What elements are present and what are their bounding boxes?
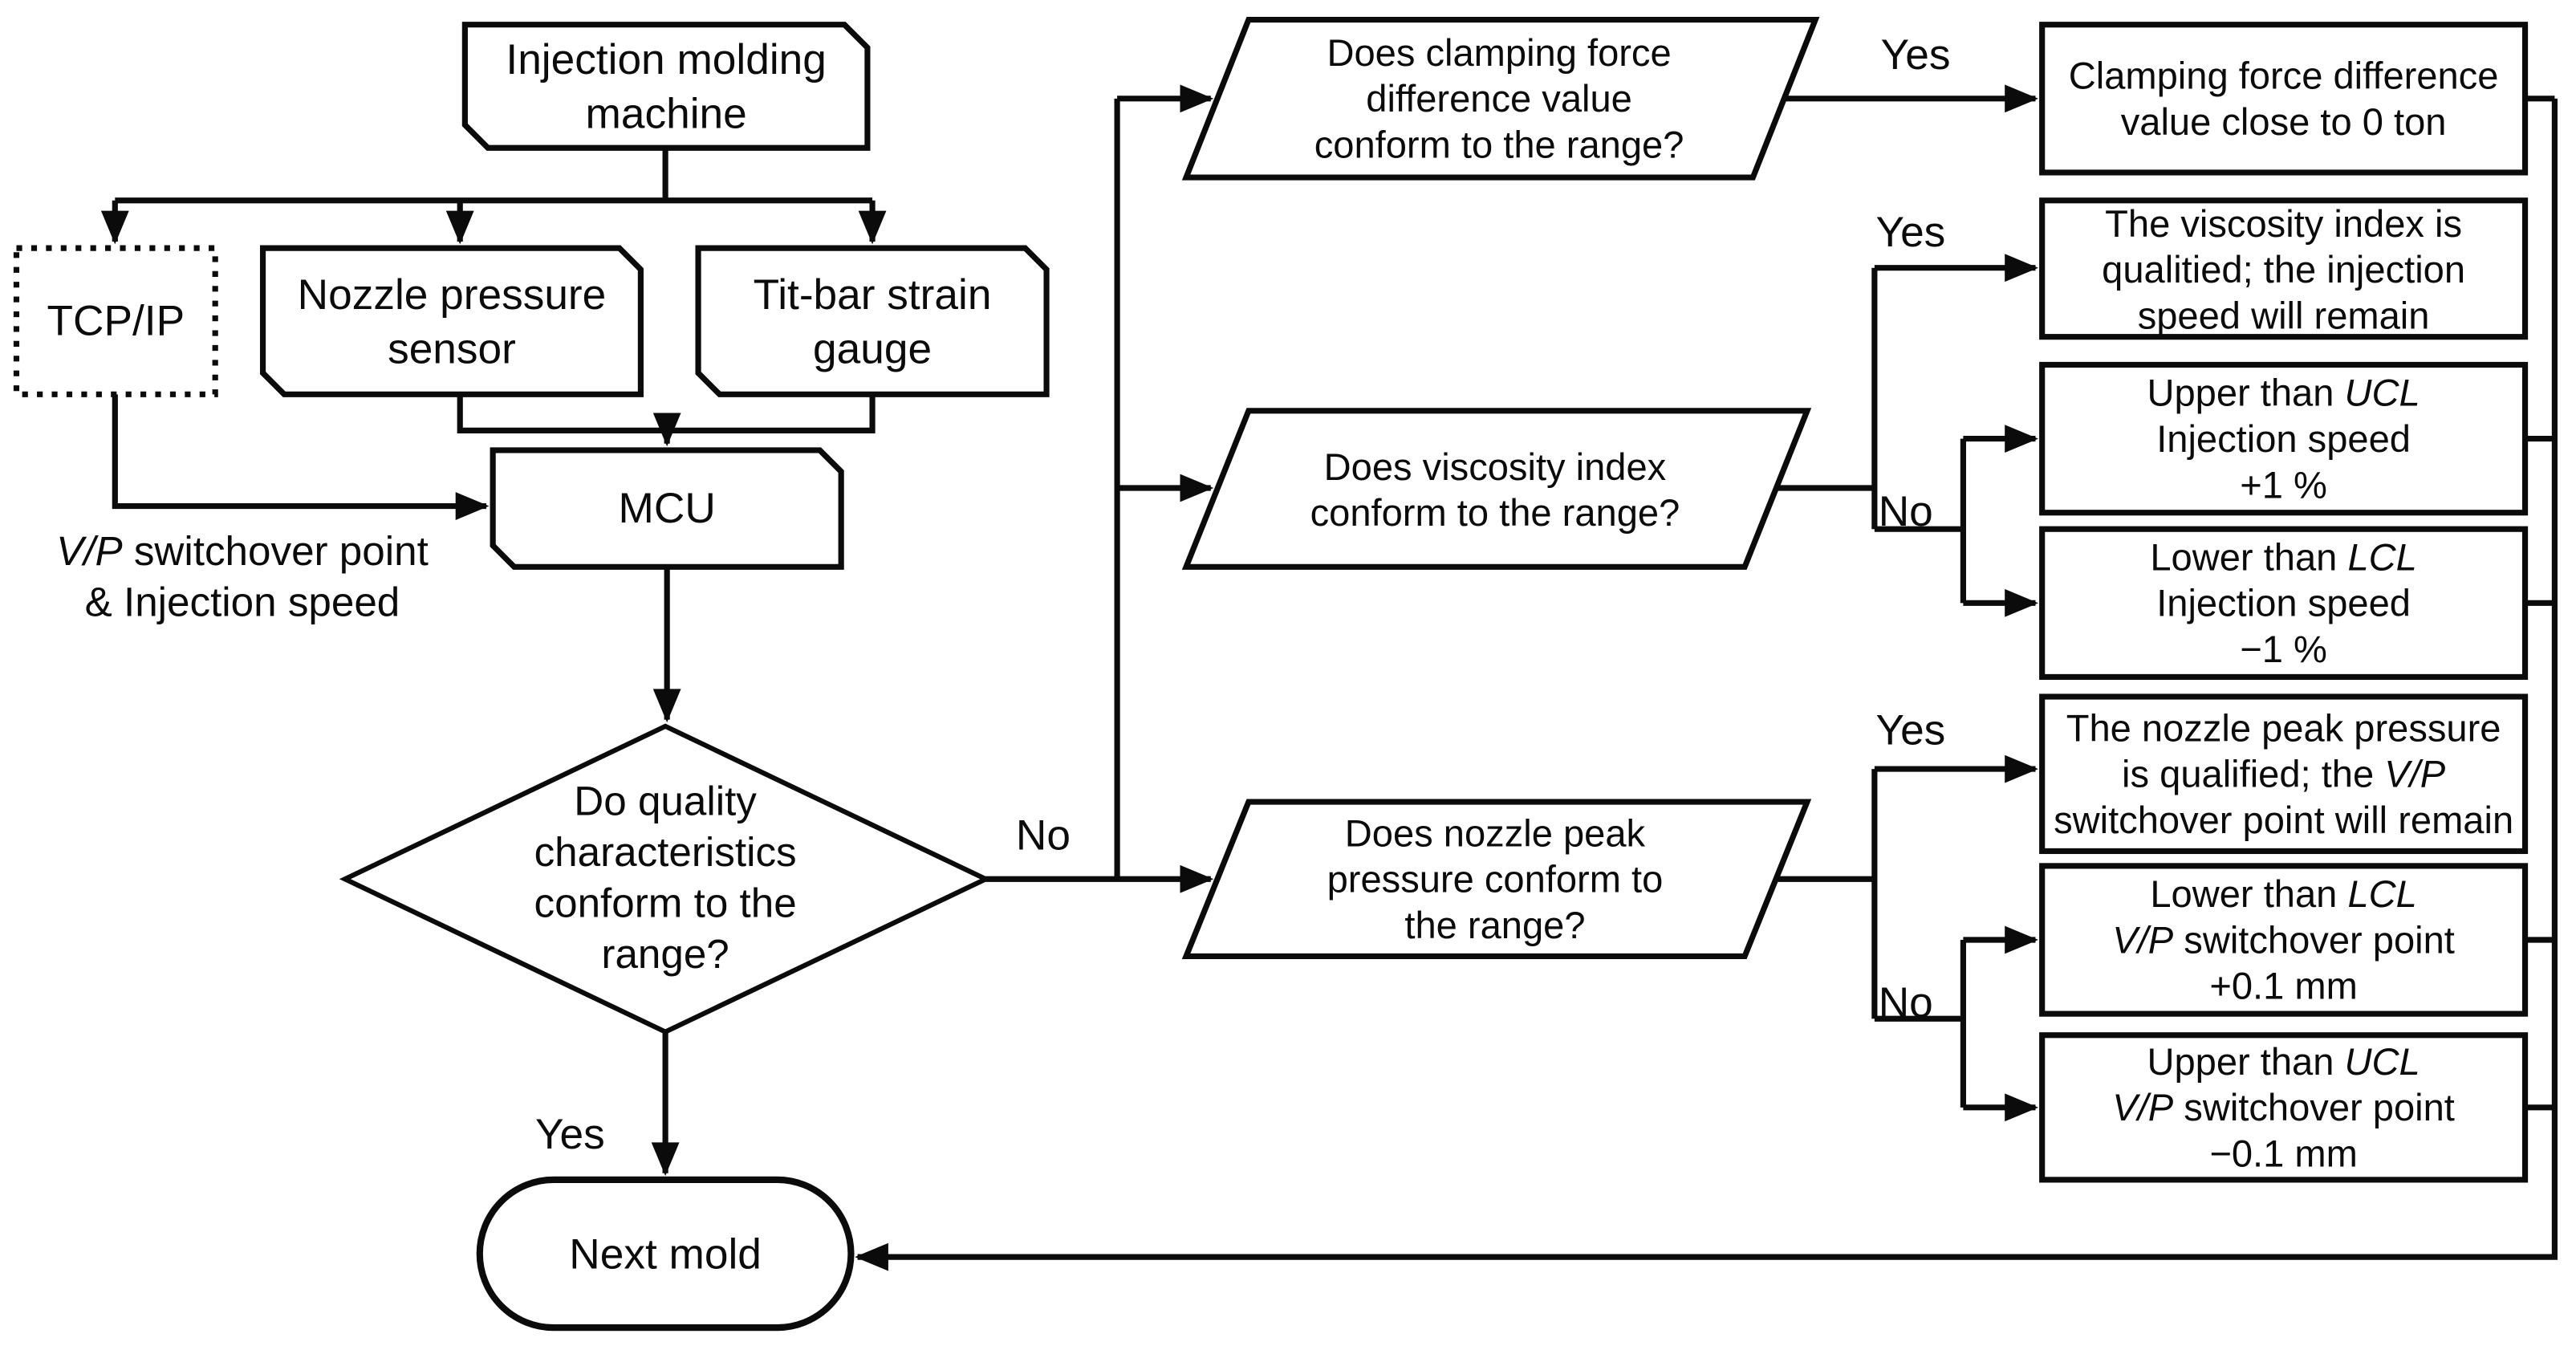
nozzle-ok-label: The nozzle peak pressure is qualified; t…	[2054, 706, 2514, 842]
connector-lines	[100, 84, 2558, 1271]
nozzle-upper-label: Upper than UCL V/P switchover point −0.1…	[2112, 1039, 2455, 1175]
nozzle-question-label: Does nozzle peak pressure conform to the…	[1327, 811, 1664, 947]
node-shapes	[13, 16, 2529, 1332]
nozzle-question-parallelogram	[1181, 799, 1812, 960]
mcu-box	[490, 447, 844, 570]
viscosity-lower-box	[2039, 526, 2529, 681]
quality-decision-label: Do quality characteristics conform to th…	[534, 779, 797, 978]
viscosity-upper-label: Upper than UCL Injection speed +1 %	[2147, 371, 2420, 506]
viscosity-ok-label: The viscosity index is qualitied; the in…	[2102, 201, 2466, 336]
clamping-yes-label: Yes	[1880, 29, 1951, 79]
viscosity-yes-label: Yes	[1875, 206, 1946, 257]
edge-tcp-to-mcu	[112, 394, 490, 520]
tcp-ip-box	[13, 245, 218, 397]
mcu-node-label: MCU	[618, 482, 716, 533]
nozzle-sensor-box	[259, 245, 644, 397]
vp-input-label: V/P switchover point & Injection speed	[56, 529, 429, 626]
viscosity-question-label: Does viscosity index conform to the rang…	[1310, 444, 1680, 534]
edge-sensors-join	[457, 394, 876, 433]
next-mold-label: Next mold	[569, 1228, 762, 1278]
machine-box	[461, 22, 871, 151]
nozzle-ok-box	[2039, 693, 2529, 855]
viscosity-question-parallelogram	[1181, 408, 1812, 570]
nozzle-sensor-node-label: Nozzle pressure sensor	[297, 268, 607, 372]
nozzle-lower-label: Lower than LCL V/P switchover point +0.1…	[2112, 872, 2455, 1007]
nozzle-yes-label: Yes	[1875, 705, 1946, 754]
next-mold-stadium	[476, 1176, 855, 1332]
tie-bar-gauge-node-label: Tit-bar strain gauge	[753, 268, 992, 372]
clamping-action-label: Clamping force difference value close to…	[2068, 54, 2499, 144]
tie-bar-gauge-box	[695, 245, 1050, 397]
viscosity-ok-box	[2039, 197, 2529, 340]
nozzle-no-label: No	[1878, 978, 1933, 1027]
machine-node-label: Injection molding machine	[506, 33, 827, 137]
quality-decision-diamond	[339, 723, 992, 1035]
clamping-question-label: Does clamping force difference value con…	[1314, 30, 1684, 166]
viscosity-no-label: No	[1878, 486, 1933, 536]
quality-no-label: No	[1015, 810, 1071, 860]
feedback-return-line	[855, 98, 2558, 1271]
clamping-action-box	[2039, 22, 2529, 176]
viscosity-lower-label: Lower than LCL Injection speed −1 %	[2150, 535, 2417, 671]
viscosity-upper-box	[2039, 361, 2529, 516]
clamping-question-parallelogram	[1181, 16, 1820, 181]
nozzle-lower-box	[2039, 863, 2529, 1017]
quality-yes-label: Yes	[534, 1108, 605, 1159]
tcp-ip-node-label: TCP/IP	[47, 295, 185, 345]
nozzle-upper-box	[2039, 1032, 2529, 1183]
